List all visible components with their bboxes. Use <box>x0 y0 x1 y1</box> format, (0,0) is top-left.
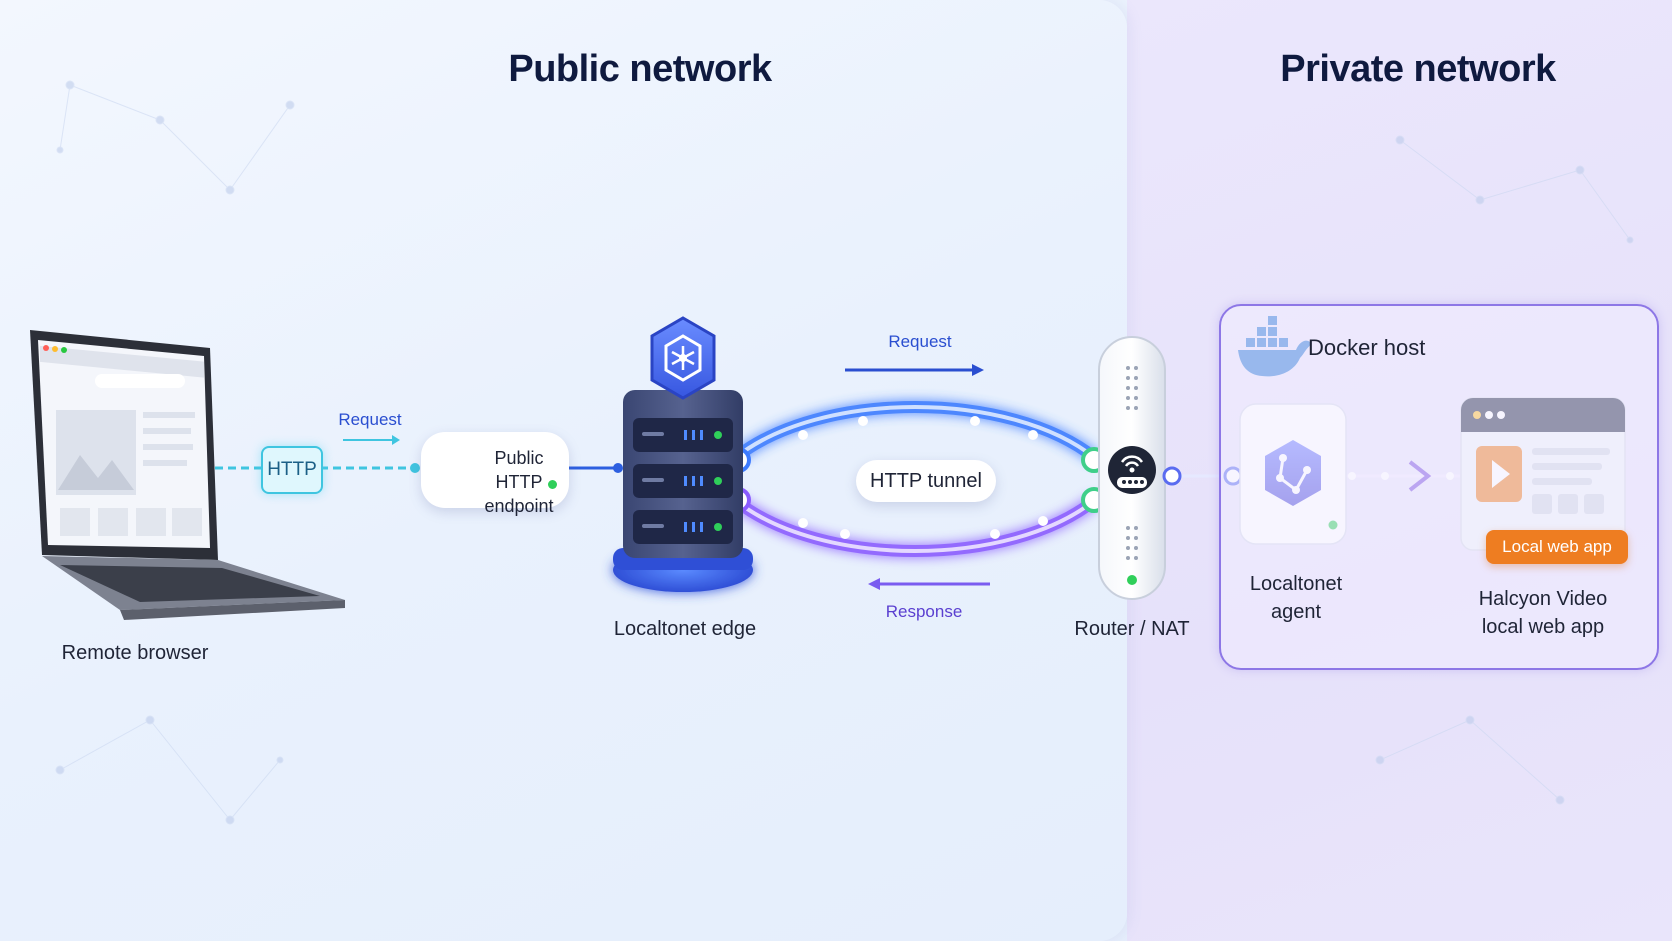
hexagon-network-icon <box>650 316 716 400</box>
browser-request-label: Request <box>338 410 402 429</box>
server-icon <box>613 390 753 592</box>
agent-label-line2: agent <box>1270 601 1322 623</box>
public-network-title: Public network <box>508 48 772 90</box>
tunnel-request-label: Request <box>888 332 952 351</box>
endpoint-connector <box>566 463 623 473</box>
docker-host-container <box>1219 304 1659 670</box>
app-label-line2: local web app <box>1481 616 1605 638</box>
laptop-icon <box>30 330 345 620</box>
localtonet-edge-label: Localtonet edge <box>613 618 757 640</box>
tunnel-response-label: Response <box>885 602 963 621</box>
halcyon-video-label: Halcyon Video local web app <box>1468 585 1618 641</box>
local-web-app-tag: Local web app <box>1486 530 1628 564</box>
remote-browser-label: Remote browser <box>61 642 209 664</box>
endpoint-status-dot <box>548 480 557 489</box>
tunnel-response-arrow <box>868 578 990 590</box>
agent-label-line1: Localtonet <box>1249 573 1343 595</box>
http-tunnel-label: HTTP tunnel <box>870 469 982 492</box>
private-network-title: Private network <box>1280 48 1556 90</box>
endpoint-label-line2: endpoint <box>484 496 554 516</box>
endpoint-label-line1: Public HTTP <box>494 448 544 492</box>
background-network-decoration <box>55 80 1634 825</box>
tunnel-request-arrow <box>845 364 984 376</box>
app-label-line1: Halcyon Video <box>1478 588 1608 610</box>
localtonet-agent-label: Localtonet agent <box>1235 570 1357 626</box>
http-protocol-chip: HTTP <box>261 446 323 494</box>
http-tunnel-badge: HTTP tunnel <box>856 460 996 502</box>
public-http-endpoint: Public HTTP endpoint <box>421 432 569 516</box>
router-wifi-icon <box>1098 336 1166 600</box>
router-nat-label: Router / NAT <box>1074 618 1190 640</box>
docker-host-label: Docker host <box>1308 335 1426 360</box>
browser-connector <box>215 435 420 473</box>
